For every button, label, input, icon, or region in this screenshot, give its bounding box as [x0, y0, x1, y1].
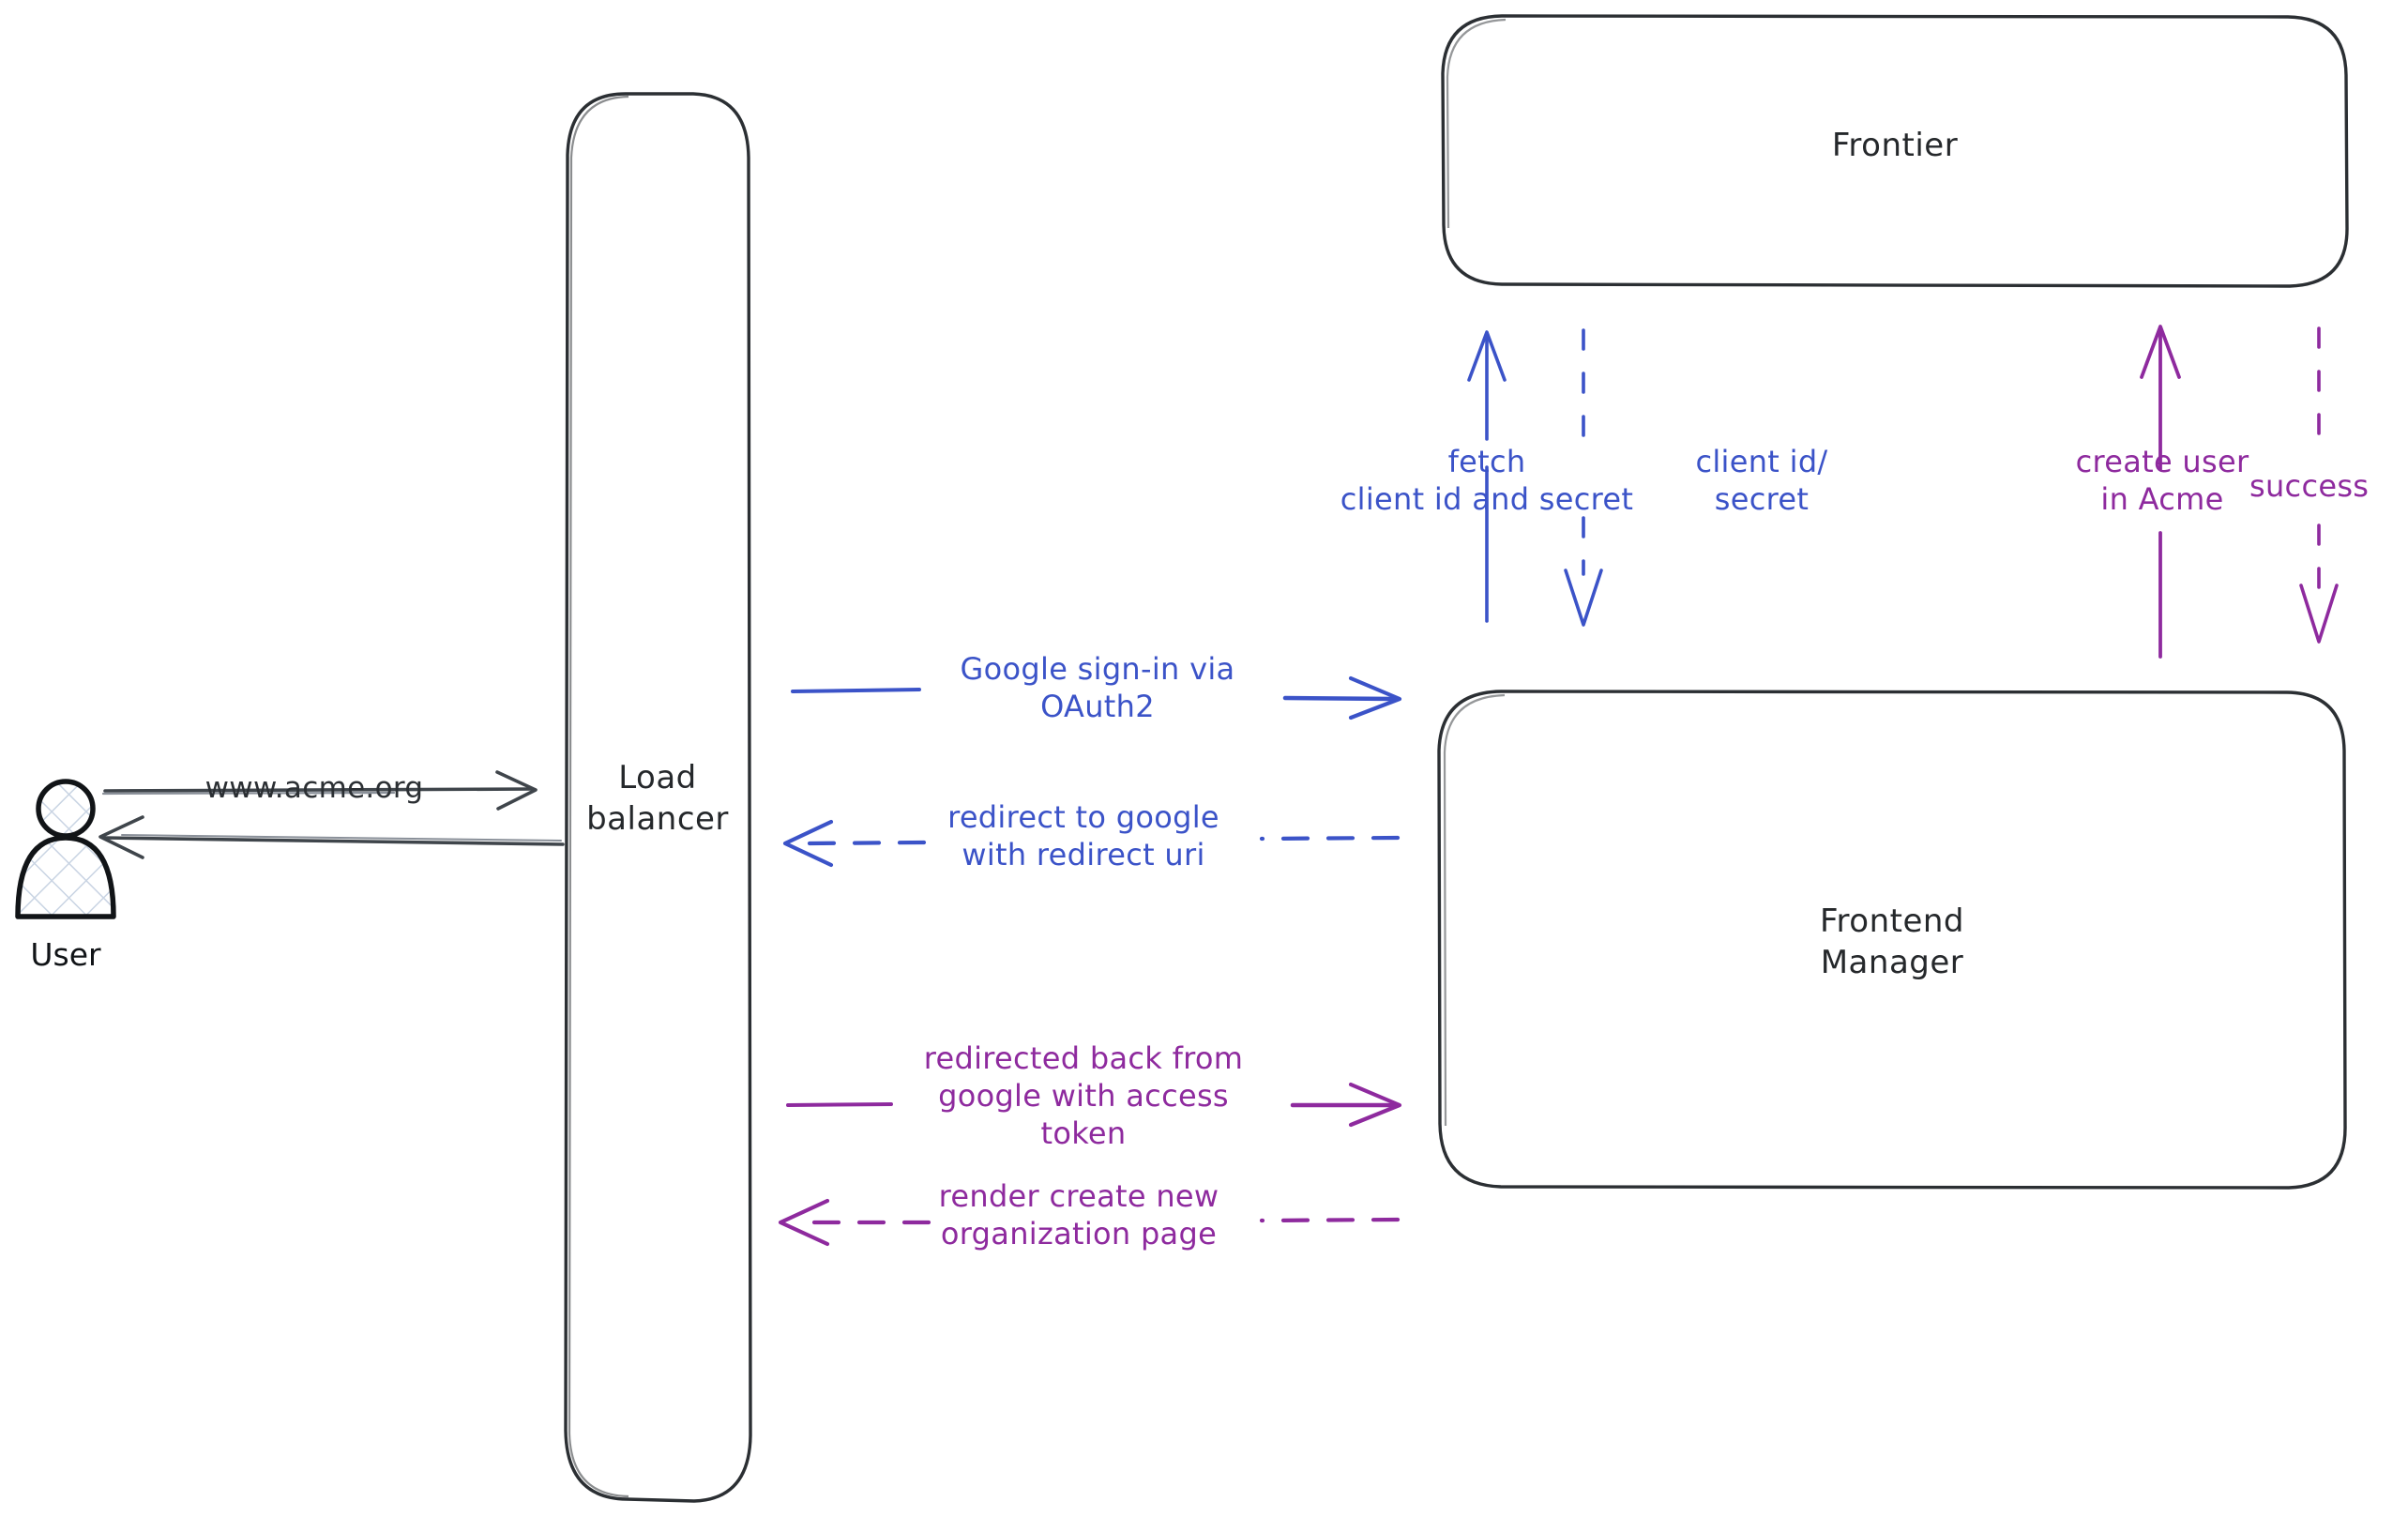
edge-label-google-signin: Google sign-in via OAuth2 — [960, 651, 1235, 724]
user-actor-label: User — [30, 936, 101, 973]
edge-label-success: success — [2249, 468, 2370, 504]
edge-lb-to-user — [98, 815, 565, 859]
load-balancer-label: Load balancer — [586, 759, 729, 838]
user-actor-icon[interactable] — [15, 779, 116, 919]
edge-label-render-org-page: render create new organization page — [938, 1178, 1219, 1251]
frontend-manager-label: Frontend Manager — [1819, 903, 1965, 981]
frontier-label: Frontier — [1831, 127, 1959, 164]
edge-label-create-user-in-acme: create user in Acme — [2075, 444, 2249, 517]
edge-label-client-id-secret: client id/ secret — [1695, 444, 1828, 517]
edge-label-fetch-client-id: fetch client id and secret — [1340, 444, 1634, 517]
edge-label-redirected-back-token: redirected back from google with access … — [923, 1040, 1244, 1151]
edge-label-redirect-to-google: redirect to google with redirect uri — [947, 799, 1219, 872]
edge-label-www-acme-org: www.acme.org — [204, 771, 424, 805]
